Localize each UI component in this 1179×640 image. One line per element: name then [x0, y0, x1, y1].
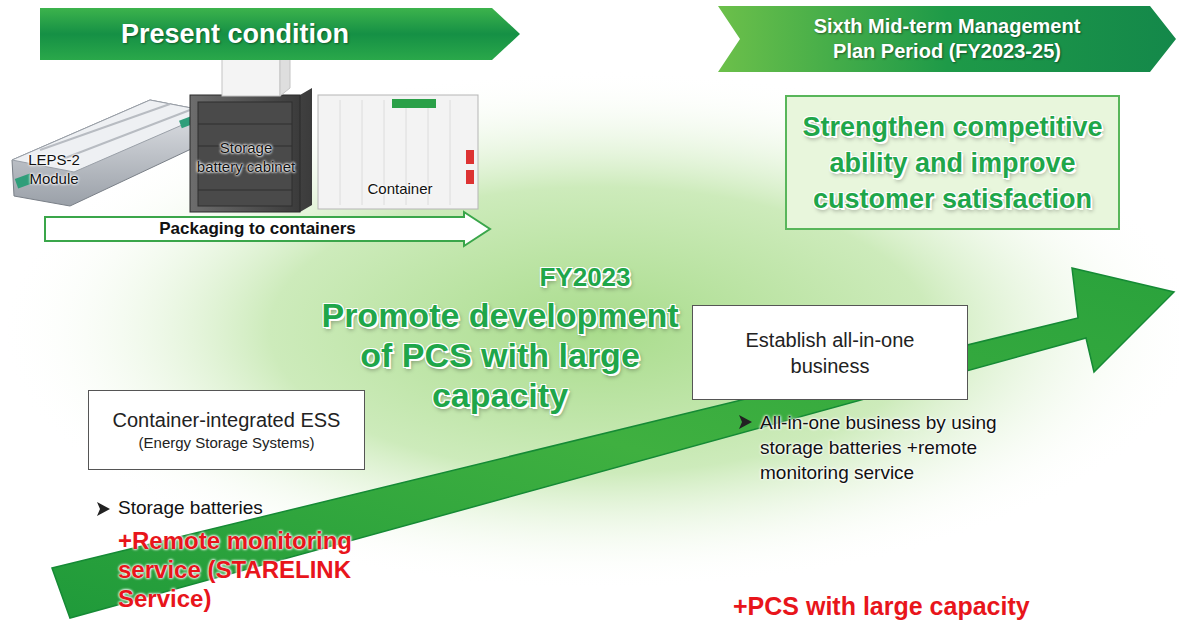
- period-banner: Present condition: [40, 8, 520, 60]
- part-label: LEPS-2 Module: [14, 150, 94, 188]
- goal-box: Strengthen competitive ability and impro…: [785, 95, 1120, 230]
- milestone-year: FY2023: [480, 262, 690, 293]
- highlight-text: +PCS with large capacity: [733, 592, 1073, 621]
- stage-box: Establish all-in-one business: [692, 305, 968, 400]
- highlight-text: +Remote monitoring service (STARELINK Se…: [118, 526, 418, 613]
- bullet-text: Storage batteries: [118, 497, 368, 519]
- milestone-text: Promote development of PCS with large ca…: [310, 295, 690, 415]
- growth-arrow: [52, 268, 1174, 618]
- green-glow: [0, 70, 1179, 590]
- box-text: Packaging to containers: [159, 219, 356, 239]
- box-subtext: (Energy Storage Systems): [139, 433, 315, 453]
- stage-box: Container-integrated ESS(Energy Storage …: [88, 390, 365, 470]
- period-banner: Sixth Mid-term Management Plan Period (F…: [718, 6, 1176, 72]
- bullet-arrow: [739, 415, 752, 429]
- part-label: Storage battery cabinet: [196, 138, 296, 176]
- box-text: Container-integrated ESS: [113, 407, 341, 433]
- box-text: Strengthen competitive ability and impro…: [797, 109, 1108, 217]
- box-text: Sixth Mid-term Management Plan Period (F…: [797, 14, 1097, 64]
- process-arrow-shape: [45, 212, 490, 246]
- bullet-text: All-in-one business by using storage bat…: [760, 410, 1022, 485]
- process-arrow: Packaging to containers: [45, 212, 490, 246]
- container-unit: [318, 95, 478, 209]
- part-label: Container: [352, 180, 448, 197]
- period-banner-shape: [40, 8, 520, 60]
- box-text: Present condition: [121, 19, 349, 50]
- bullet-arrow: [97, 502, 110, 516]
- period-banner-shape: [718, 6, 1176, 72]
- battery-module: [12, 100, 212, 206]
- storage-cabinet: [190, 50, 312, 212]
- box-text: Establish all-in-one business: [720, 327, 940, 379]
